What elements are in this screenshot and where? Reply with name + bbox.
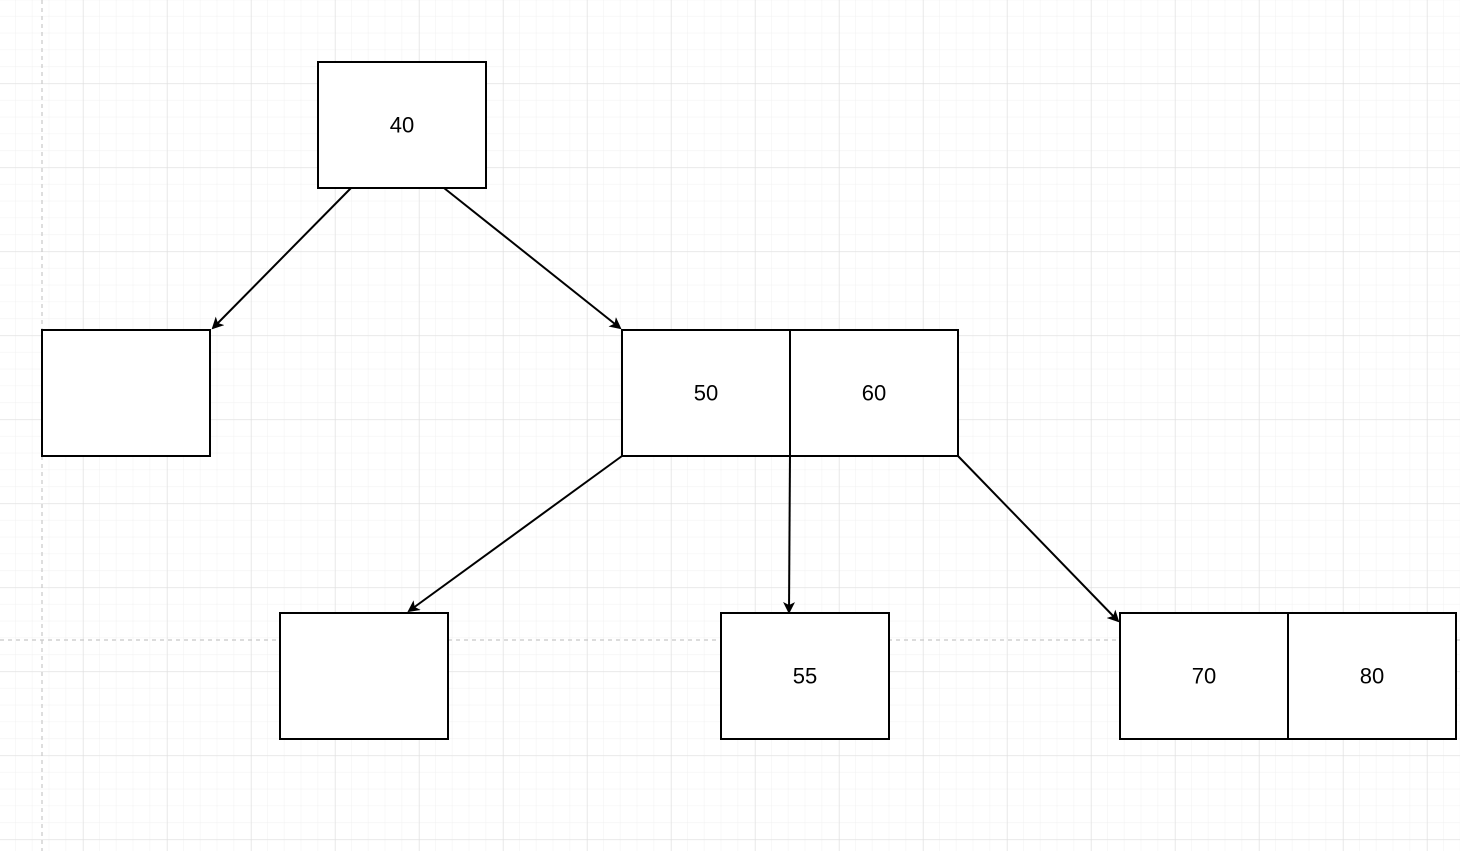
- edge-right-child-to-leaf-3[interactable]: [957, 455, 1120, 623]
- node-cell[interactable]: [41, 329, 211, 457]
- node-key-label: 70: [1192, 664, 1216, 689]
- node-key-label: 60: [862, 381, 886, 406]
- node-cell[interactable]: [317, 61, 487, 189]
- node-left-child[interactable]: [41, 329, 211, 457]
- node-cell[interactable]: [789, 329, 959, 457]
- edge-right-child-to-leaf-1[interactable]: [407, 455, 623, 613]
- node-leaf-1[interactable]: [279, 612, 449, 740]
- edges-layer: [211, 187, 1120, 623]
- node-leaf-3[interactable]: 70 80: [1119, 612, 1457, 740]
- node-right-child[interactable]: 50 60: [621, 329, 959, 457]
- node-root[interactable]: 40: [317, 61, 487, 189]
- node-key-label: 50: [694, 381, 718, 406]
- edge-right-child-to-leaf-2[interactable]: [783, 455, 796, 614]
- node-cell[interactable]: [1119, 612, 1289, 740]
- edge-root-to-left-child[interactable]: [211, 187, 352, 330]
- edge-root-to-right-child[interactable]: [443, 187, 622, 330]
- nodes-layer: 40 50 60 55 70 80: [41, 61, 1457, 740]
- node-key-label: 55: [793, 664, 817, 689]
- node-cell[interactable]: [1287, 612, 1457, 740]
- node-key-label: 80: [1360, 664, 1384, 689]
- node-cell[interactable]: [279, 612, 449, 740]
- node-key-label: 40: [390, 113, 414, 138]
- node-cell[interactable]: [720, 612, 890, 740]
- node-leaf-2[interactable]: 55: [720, 612, 890, 740]
